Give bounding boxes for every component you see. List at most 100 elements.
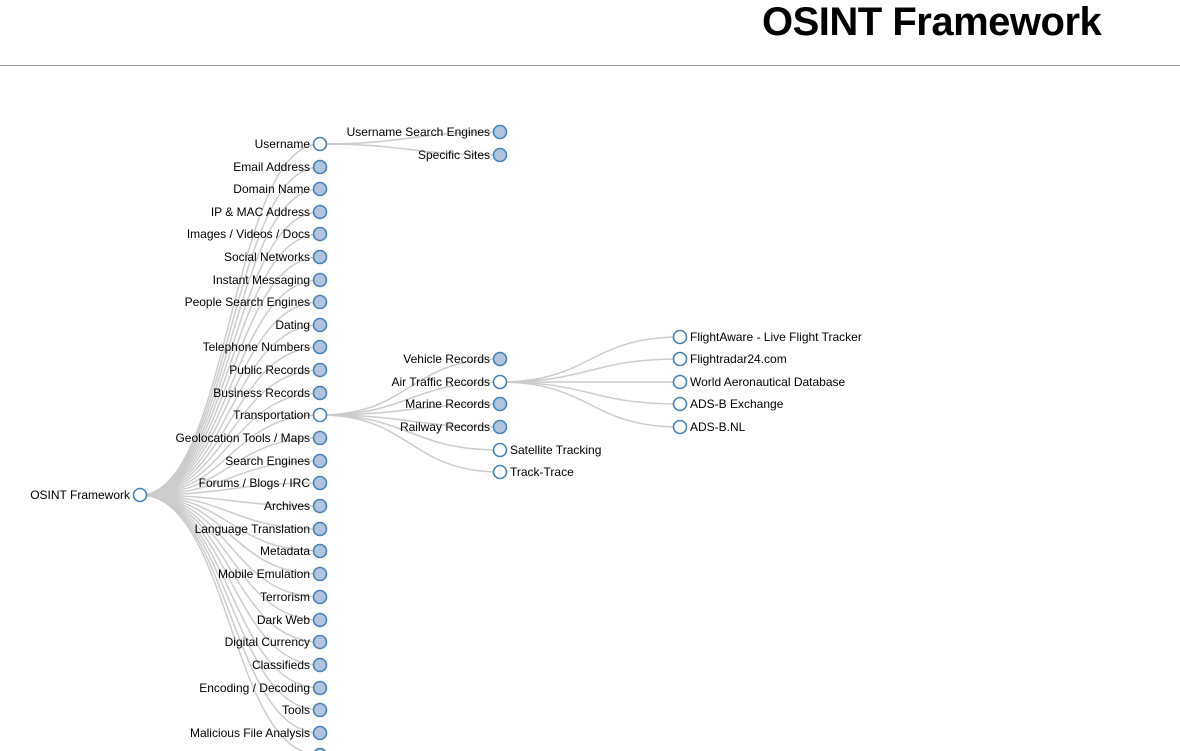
tree-node-root[interactable]: OSINT Framework <box>30 487 148 503</box>
tree-node-label-railway-records[interactable]: Railway Records <box>400 420 490 434</box>
tree-node-flightradar24[interactable]: Flightradar24.com <box>672 351 787 367</box>
tree-node-transportation[interactable]: Transportation <box>233 407 328 423</box>
tree-node-label-root[interactable]: OSINT Framework <box>30 488 131 502</box>
tree-node-label-tools[interactable]: Tools <box>282 703 310 717</box>
expanded-node-circle-transportation[interactable] <box>312 407 328 423</box>
tree-node-language-translation[interactable]: Language Translation <box>195 521 328 537</box>
tree-node-label-flightradar24[interactable]: Flightradar24.com <box>690 352 787 366</box>
tree-node-label-specific-sites[interactable]: Specific Sites <box>418 148 490 162</box>
collapsed-node-circle-tools[interactable] <box>312 702 328 718</box>
collapsed-node-circle-search-engines[interactable] <box>312 453 328 469</box>
tree-node-world-aeronautical-database[interactable]: World Aeronautical Database <box>672 374 846 390</box>
expanded-node-circle-satellite-tracking[interactable] <box>492 442 508 458</box>
collapsed-node-circle-dating[interactable] <box>312 317 328 333</box>
collapsed-node-circle-marine-records[interactable] <box>492 396 508 412</box>
tree-node-label-ads-b-exchange[interactable]: ADS-B Exchange <box>690 397 784 411</box>
expanded-node-circle-track-trace[interactable] <box>492 464 508 480</box>
collapsed-node-circle-public-records[interactable] <box>312 362 328 378</box>
tree-node-label-world-aeronautical-database[interactable]: World Aeronautical Database <box>690 375 846 389</box>
tree-node-label-malicious-file-analysis[interactable]: Malicious File Analysis <box>190 726 310 740</box>
tree-node-archives[interactable]: Archives <box>264 498 328 514</box>
tree-node-tools[interactable]: Tools <box>282 702 328 718</box>
tree-node-specific-sites[interactable]: Specific Sites <box>418 147 508 163</box>
tree-node-ads-b-exchange[interactable]: ADS-B Exchange <box>672 396 784 412</box>
tree-node-malicious-file-analysis[interactable]: Malicious File Analysis <box>190 725 328 741</box>
tree-node-forums-blogs-irc[interactable]: Forums / Blogs / IRC <box>199 475 328 491</box>
tree-node-ip-mac-address[interactable]: IP & MAC Address <box>211 204 328 220</box>
tree-node-label-vehicle-records[interactable]: Vehicle Records <box>403 352 490 366</box>
expanded-node-circle-flightradar24[interactable] <box>672 351 688 367</box>
tree-node-classifieds[interactable]: Classifieds <box>252 657 328 673</box>
tree-node-images-videos-docs[interactable]: Images / Videos / Docs <box>187 226 328 242</box>
collapsed-node-circle-mobile-emulation[interactable] <box>312 566 328 582</box>
tree-node-label-images-videos-docs[interactable]: Images / Videos / Docs <box>187 227 310 241</box>
tree-node-mobile-emulation[interactable]: Mobile Emulation <box>218 566 328 582</box>
tree-node-telephone-numbers[interactable]: Telephone Numbers <box>203 339 328 355</box>
tree-node-label-classifieds[interactable]: Classifieds <box>252 658 310 672</box>
collapsed-node-circle-email-address[interactable] <box>312 159 328 175</box>
tree-node-label-air-traffic-records[interactable]: Air Traffic Records <box>392 375 490 389</box>
tree-node-marine-records[interactable]: Marine Records <box>405 396 508 412</box>
tree-node-label-instant-messaging[interactable]: Instant Messaging <box>213 273 310 287</box>
tree-node-label-dating[interactable]: Dating <box>275 318 310 332</box>
collapsed-node-circle-ip-mac-address[interactable] <box>312 204 328 220</box>
tree-node-label-dark-web[interactable]: Dark Web <box>257 613 310 627</box>
tree-node-track-trace[interactable]: Track-Trace <box>492 464 575 480</box>
tree-node-label-geolocation-tools-maps[interactable]: Geolocation Tools / Maps <box>175 431 310 445</box>
expanded-node-circle-root[interactable] <box>132 487 148 503</box>
collapsed-node-circle-language-translation[interactable] <box>312 521 328 537</box>
collapsed-node-circle-geolocation-tools-maps[interactable] <box>312 430 328 446</box>
tree-node-label-forums-blogs-irc[interactable]: Forums / Blogs / IRC <box>199 476 311 490</box>
collapsed-node-circle-people-search-engines[interactable] <box>312 294 328 310</box>
tree-node-label-ip-mac-address[interactable]: IP & MAC Address <box>211 205 310 219</box>
tree-node-railway-records[interactable]: Railway Records <box>400 419 508 435</box>
collapsed-node-circle-cutoff-bottom-node[interactable] <box>313 747 327 751</box>
tree-node-public-records[interactable]: Public Records <box>229 362 328 378</box>
collapsed-node-circle-telephone-numbers[interactable] <box>312 339 328 355</box>
expanded-node-circle-flightaware[interactable] <box>672 329 688 345</box>
tree-node-flightaware[interactable]: FlightAware - Live Flight Tracker <box>672 329 862 345</box>
tree-node-people-search-engines[interactable]: People Search Engines <box>185 294 328 310</box>
tree-node-label-digital-currency[interactable]: Digital Currency <box>225 635 310 649</box>
tree-node-label-social-networks[interactable]: Social Networks <box>224 250 310 264</box>
tree-node-business-records[interactable]: Business Records <box>213 385 328 401</box>
collapsed-node-circle-business-records[interactable] <box>312 385 328 401</box>
tree-node-username[interactable]: Username <box>255 136 328 152</box>
tree-node-label-people-search-engines[interactable]: People Search Engines <box>185 295 310 309</box>
tree-node-label-username-search-engines[interactable]: Username Search Engines <box>347 125 490 139</box>
tree-node-label-email-address[interactable]: Email Address <box>233 160 310 174</box>
tree-node-dating[interactable]: Dating <box>275 317 328 333</box>
tree-node-label-mobile-emulation[interactable]: Mobile Emulation <box>218 567 310 581</box>
tree-node-label-ads-b-nl[interactable]: ADS-B.NL <box>690 420 746 434</box>
collapsed-node-circle-archives[interactable] <box>312 498 328 514</box>
collapsed-node-circle-instant-messaging[interactable] <box>312 272 328 288</box>
tree-node-label-language-translation[interactable]: Language Translation <box>195 522 310 536</box>
expanded-node-circle-username[interactable] <box>312 136 328 152</box>
tree-node-encoding-decoding[interactable]: Encoding / Decoding <box>199 680 328 696</box>
tree-node-digital-currency[interactable]: Digital Currency <box>225 634 328 650</box>
tree-node-label-search-engines[interactable]: Search Engines <box>225 454 310 468</box>
collapsed-node-circle-railway-records[interactable] <box>492 419 508 435</box>
tree-node-metadata[interactable]: Metadata <box>260 543 328 559</box>
tree-node-air-traffic-records[interactable]: Air Traffic Records <box>392 374 508 390</box>
tree-node-geolocation-tools-maps[interactable]: Geolocation Tools / Maps <box>175 430 328 446</box>
collapsed-node-circle-domain-name[interactable] <box>312 181 328 197</box>
expanded-node-circle-air-traffic-records[interactable] <box>492 374 508 390</box>
tree-node-label-terrorism[interactable]: Terrorism <box>260 590 310 604</box>
tree-node-username-search-engines[interactable]: Username Search Engines <box>347 124 508 140</box>
tree-node-instant-messaging[interactable]: Instant Messaging <box>213 272 328 288</box>
tree-node-label-business-records[interactable]: Business Records <box>213 386 310 400</box>
collapsed-node-circle-encoding-decoding[interactable] <box>312 680 328 696</box>
collapsed-node-circle-social-networks[interactable] <box>312 249 328 265</box>
collapsed-node-circle-metadata[interactable] <box>312 543 328 559</box>
collapsed-node-circle-digital-currency[interactable] <box>312 634 328 650</box>
collapsed-node-circle-terrorism[interactable] <box>312 589 328 605</box>
tree-node-search-engines[interactable]: Search Engines <box>225 453 328 469</box>
collapsed-node-circle-specific-sites[interactable] <box>492 147 508 163</box>
tree-node-label-satellite-tracking[interactable]: Satellite Tracking <box>510 443 601 457</box>
collapsed-node-circle-username-search-engines[interactable] <box>492 124 508 140</box>
tree-node-label-public-records[interactable]: Public Records <box>229 363 310 377</box>
tree-node-label-username[interactable]: Username <box>255 137 311 151</box>
collapsed-node-circle-malicious-file-analysis[interactable] <box>312 725 328 741</box>
collapsed-node-circle-dark-web[interactable] <box>312 612 328 628</box>
